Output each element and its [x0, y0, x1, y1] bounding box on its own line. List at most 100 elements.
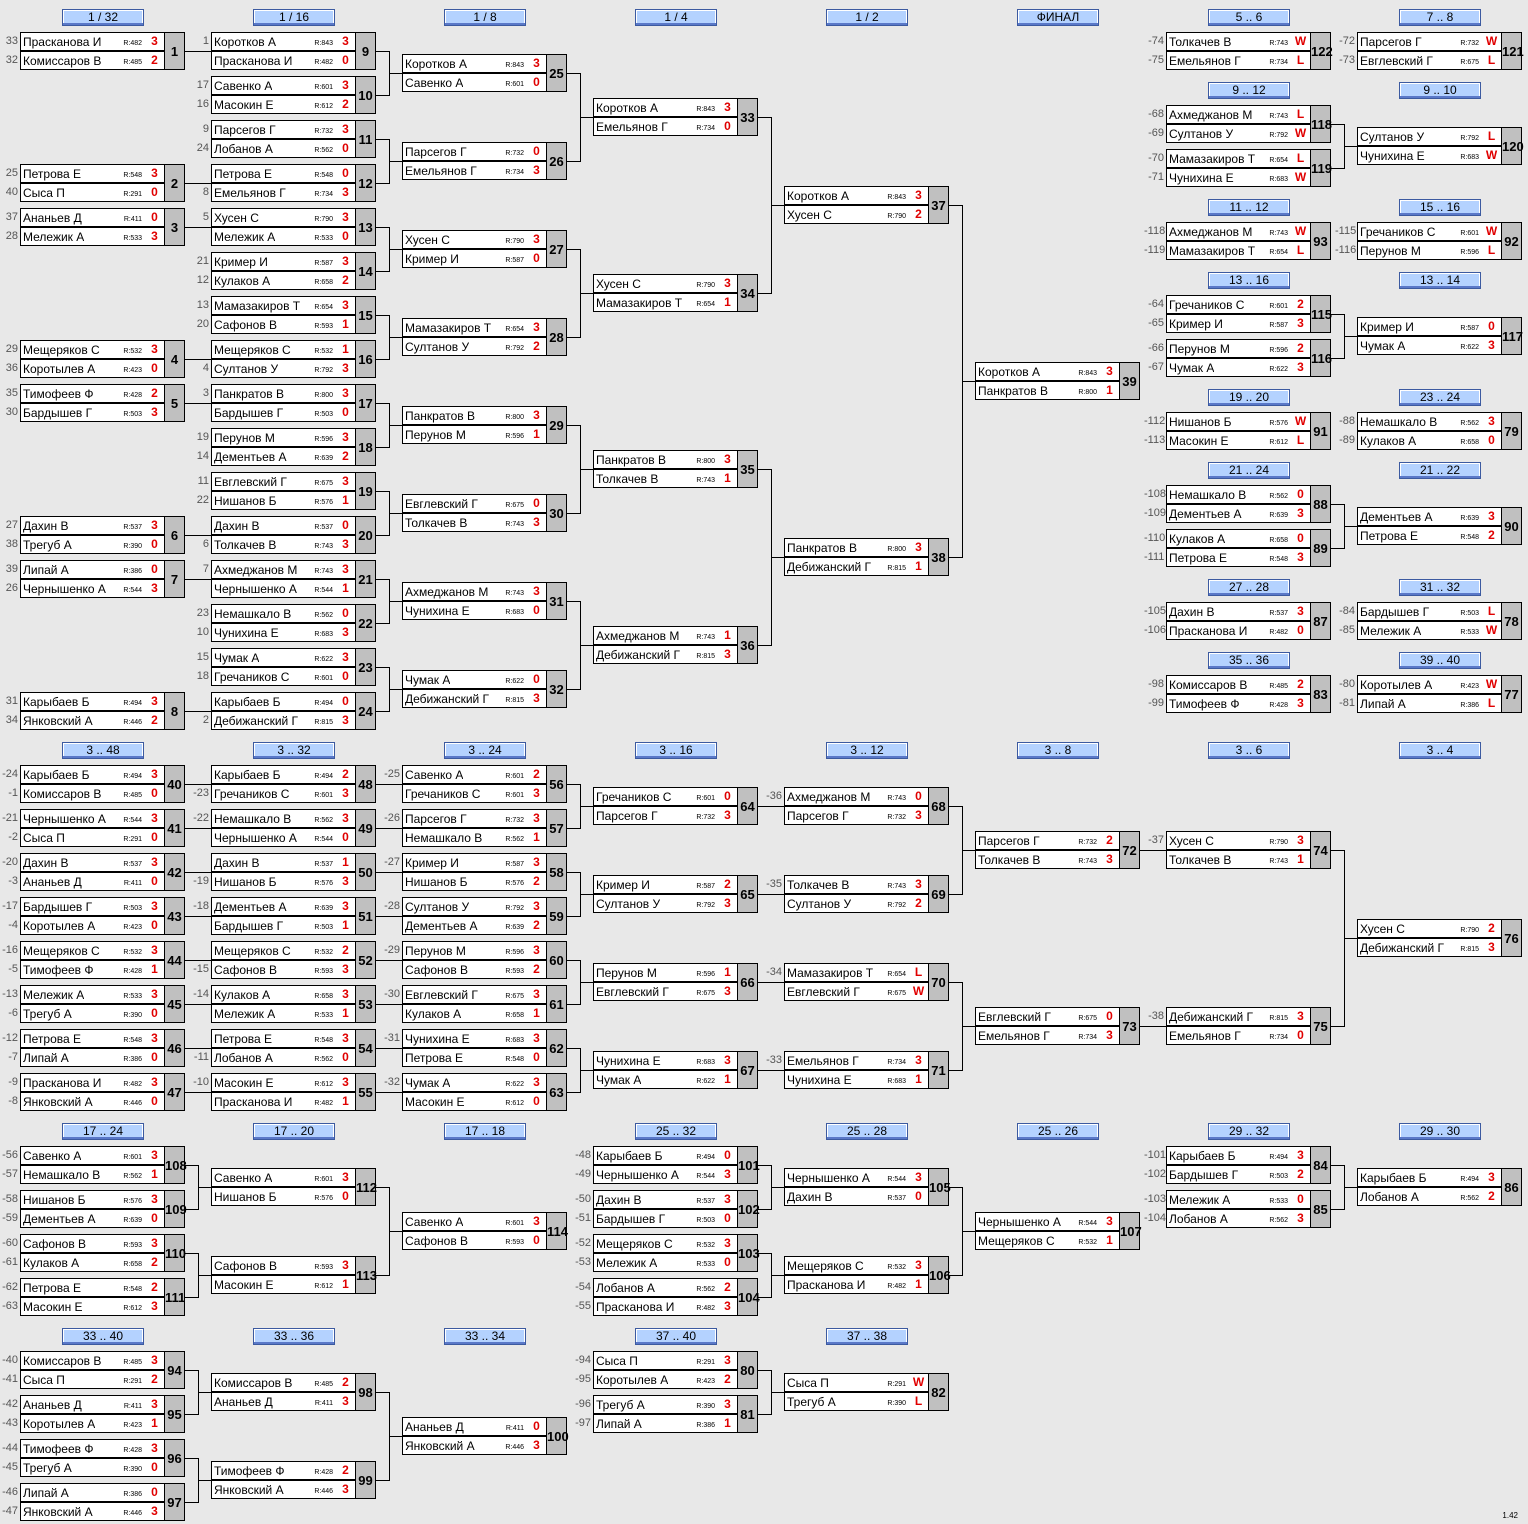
player-row[interactable]: Дементьев АR:6392: [211, 447, 356, 466]
player-row[interactable]: Коротков АR:8433: [211, 32, 356, 51]
player-row[interactable]: Мамазакиров ТR:6543: [211, 296, 356, 315]
player-row[interactable]: Евглевский ГR:6750: [402, 494, 547, 513]
player-row[interactable]: Петрова ЕR:5482: [20, 1278, 165, 1297]
player-row[interactable]: Немашкало ВR:5620: [211, 604, 356, 623]
player-row[interactable]: Емельянов ГR:7340: [593, 117, 738, 136]
player-row[interactable]: Перунов МR:5963: [402, 941, 547, 960]
player-row[interactable]: Султанов УR:7923: [211, 359, 356, 378]
player-row[interactable]: Евглевский ГR:6750: [975, 1007, 1120, 1026]
player-row[interactable]: Сафонов ВR:5933: [211, 960, 356, 979]
player-row[interactable]: Кример ИR:5873: [402, 853, 547, 872]
player-row[interactable]: Гречаников СR:6013: [402, 784, 547, 803]
player-row[interactable]: Янковский АR:4463: [211, 1480, 356, 1499]
player-row[interactable]: Мамазакиров ТR:654L: [784, 963, 929, 982]
player-row[interactable]: Липай АR:3860: [20, 1483, 165, 1502]
player-row[interactable]: Панкратов ВR:8003: [402, 406, 547, 425]
player-row[interactable]: Липай АR:3861: [593, 1414, 738, 1433]
player-row[interactable]: Прасканова ИR:4823: [593, 1297, 738, 1316]
player-row[interactable]: Кример ИR:5873: [211, 252, 356, 271]
player-row[interactable]: Мамазакиров ТR:6543: [402, 318, 547, 337]
player-row[interactable]: Немашкало ВR:5623: [1357, 412, 1502, 431]
player-row[interactable]: Хусен СR:7902: [784, 205, 929, 224]
player-row[interactable]: Кример ИR:5870: [402, 249, 547, 268]
player-row[interactable]: Масокин ЕR:6121: [211, 1275, 356, 1294]
player-row[interactable]: Чернышенко АR:5443: [20, 809, 165, 828]
player-row[interactable]: Перунов МR:5961: [593, 963, 738, 982]
player-row[interactable]: Сафонов ВR:5932: [402, 960, 547, 979]
player-row[interactable]: Сафонов ВR:5933: [20, 1234, 165, 1253]
player-row[interactable]: Савенко АR:6010: [402, 73, 547, 92]
player-row[interactable]: Ахмеджанов МR:7433: [402, 582, 547, 601]
player-row[interactable]: Кулаков АR:6580: [1357, 431, 1502, 450]
player-row[interactable]: Султанов УR:792L: [1357, 127, 1502, 146]
player-row[interactable]: Коротылев АR:4232: [593, 1370, 738, 1389]
player-row[interactable]: Кример ИR:5872: [593, 875, 738, 894]
player-row[interactable]: Нишанов БR:5762: [402, 872, 547, 891]
player-row[interactable]: Чернышенко АR:5443: [975, 1212, 1120, 1231]
player-row[interactable]: Дахин ВR:5370: [211, 516, 356, 535]
player-row[interactable]: Коротков АR:8433: [975, 362, 1120, 381]
player-row[interactable]: Трегуб АR:3900: [20, 1004, 165, 1023]
player-row[interactable]: Перунов МR:5961: [402, 425, 547, 444]
player-row[interactable]: Трегуб АR:3903: [593, 1395, 738, 1414]
player-row[interactable]: Чумак АR:6223: [1166, 358, 1311, 377]
player-row[interactable]: Перунов МR:5963: [211, 428, 356, 447]
player-row[interactable]: Дементьев АR:6392: [402, 916, 547, 935]
player-row[interactable]: Прасканова ИR:4823: [20, 1073, 165, 1092]
player-row[interactable]: Султанов УR:7923: [402, 897, 547, 916]
player-row[interactable]: Мещеряков СR:5321: [211, 340, 356, 359]
player-row[interactable]: Немашкало ВR:5623: [211, 809, 356, 828]
player-row[interactable]: Дементьев АR:6393: [211, 897, 356, 916]
player-row[interactable]: Нишанов БR:576W: [1166, 412, 1311, 431]
player-row[interactable]: Немашкало ВR:5620: [1166, 485, 1311, 504]
player-row[interactable]: Сыса ПR:2910: [20, 828, 165, 847]
player-row[interactable]: Коротков АR:8433: [593, 98, 738, 117]
player-row[interactable]: Мещеряков СR:5323: [784, 1256, 929, 1275]
player-row[interactable]: Коротков АR:8433: [784, 186, 929, 205]
player-row[interactable]: Чернышенко АR:5443: [20, 579, 165, 598]
player-row[interactable]: Ахмеджанов МR:7430: [784, 787, 929, 806]
player-row[interactable]: Чунихина ЕR:683W: [1166, 168, 1311, 187]
player-row[interactable]: Мележик АR:5330: [211, 227, 356, 246]
player-row[interactable]: Мещеряков СR:5323: [593, 1234, 738, 1253]
player-row[interactable]: Коротылев АR:4230: [20, 359, 165, 378]
player-row[interactable]: Кример ИR:5873: [1166, 314, 1311, 333]
player-row[interactable]: Липай АR:3860: [20, 560, 165, 579]
player-row[interactable]: Хусен СR:7903: [593, 274, 738, 293]
player-row[interactable]: Немашкало ВR:5621: [20, 1165, 165, 1184]
player-row[interactable]: Евглевский ГR:675L: [1357, 51, 1502, 70]
player-row[interactable]: Чумак АR:6223: [211, 648, 356, 667]
player-row[interactable]: Нишанов БR:5763: [20, 1190, 165, 1209]
player-row[interactable]: Ананьев ДR:4110: [402, 1417, 547, 1436]
player-row[interactable]: Евглевский ГR:675W: [784, 982, 929, 1001]
player-row[interactable]: Мещеряков СR:5321: [975, 1231, 1120, 1250]
player-row[interactable]: Тимофеев ФR:4282: [20, 384, 165, 403]
player-row[interactable]: Масокин ЕR:6123: [211, 1073, 356, 1092]
player-row[interactable]: Карыбаев БR:4943: [1357, 1168, 1502, 1187]
player-row[interactable]: Петрова ЕR:5480: [211, 164, 356, 183]
player-row[interactable]: Ахмеджанов МR:7431: [593, 626, 738, 645]
player-row[interactable]: Дементьев АR:6393: [1166, 504, 1311, 523]
player-row[interactable]: Нишанов БR:5761: [211, 491, 356, 510]
player-row[interactable]: Карыбаев БR:4942: [211, 765, 356, 784]
player-row[interactable]: Янковский АR:4463: [20, 1502, 165, 1521]
player-row[interactable]: Дахин ВR:5373: [1166, 602, 1311, 621]
player-row[interactable]: Прасканова ИR:4823: [20, 32, 165, 51]
player-row[interactable]: Янковский АR:4463: [402, 1436, 547, 1455]
player-row[interactable]: Мещеряков СR:5323: [20, 340, 165, 359]
player-row[interactable]: Чернышенко АR:5443: [784, 1168, 929, 1187]
player-row[interactable]: Карыбаев БR:4943: [20, 765, 165, 784]
player-row[interactable]: Петрова ЕR:5483: [20, 164, 165, 183]
player-row[interactable]: Ананьев ДR:4113: [211, 1392, 356, 1411]
player-row[interactable]: Комиссаров ВR:4852: [20, 51, 165, 70]
player-row[interactable]: Гречаников СR:6010: [211, 667, 356, 686]
player-row[interactable]: Петрова ЕR:5483: [1166, 548, 1311, 567]
player-row[interactable]: Мележик АR:5333: [20, 985, 165, 1004]
player-row[interactable]: Мещеряков СR:5322: [211, 941, 356, 960]
player-row[interactable]: Панкратов ВR:8003: [211, 384, 356, 403]
player-row[interactable]: Ахмеджанов МR:7433: [211, 560, 356, 579]
player-row[interactable]: Лобанов АR:5623: [1166, 1209, 1311, 1228]
player-row[interactable]: Ананьев ДR:4113: [20, 1395, 165, 1414]
player-row[interactable]: Тимофеев ФR:4283: [1166, 694, 1311, 713]
player-row[interactable]: Сыса ПR:2913: [593, 1351, 738, 1370]
